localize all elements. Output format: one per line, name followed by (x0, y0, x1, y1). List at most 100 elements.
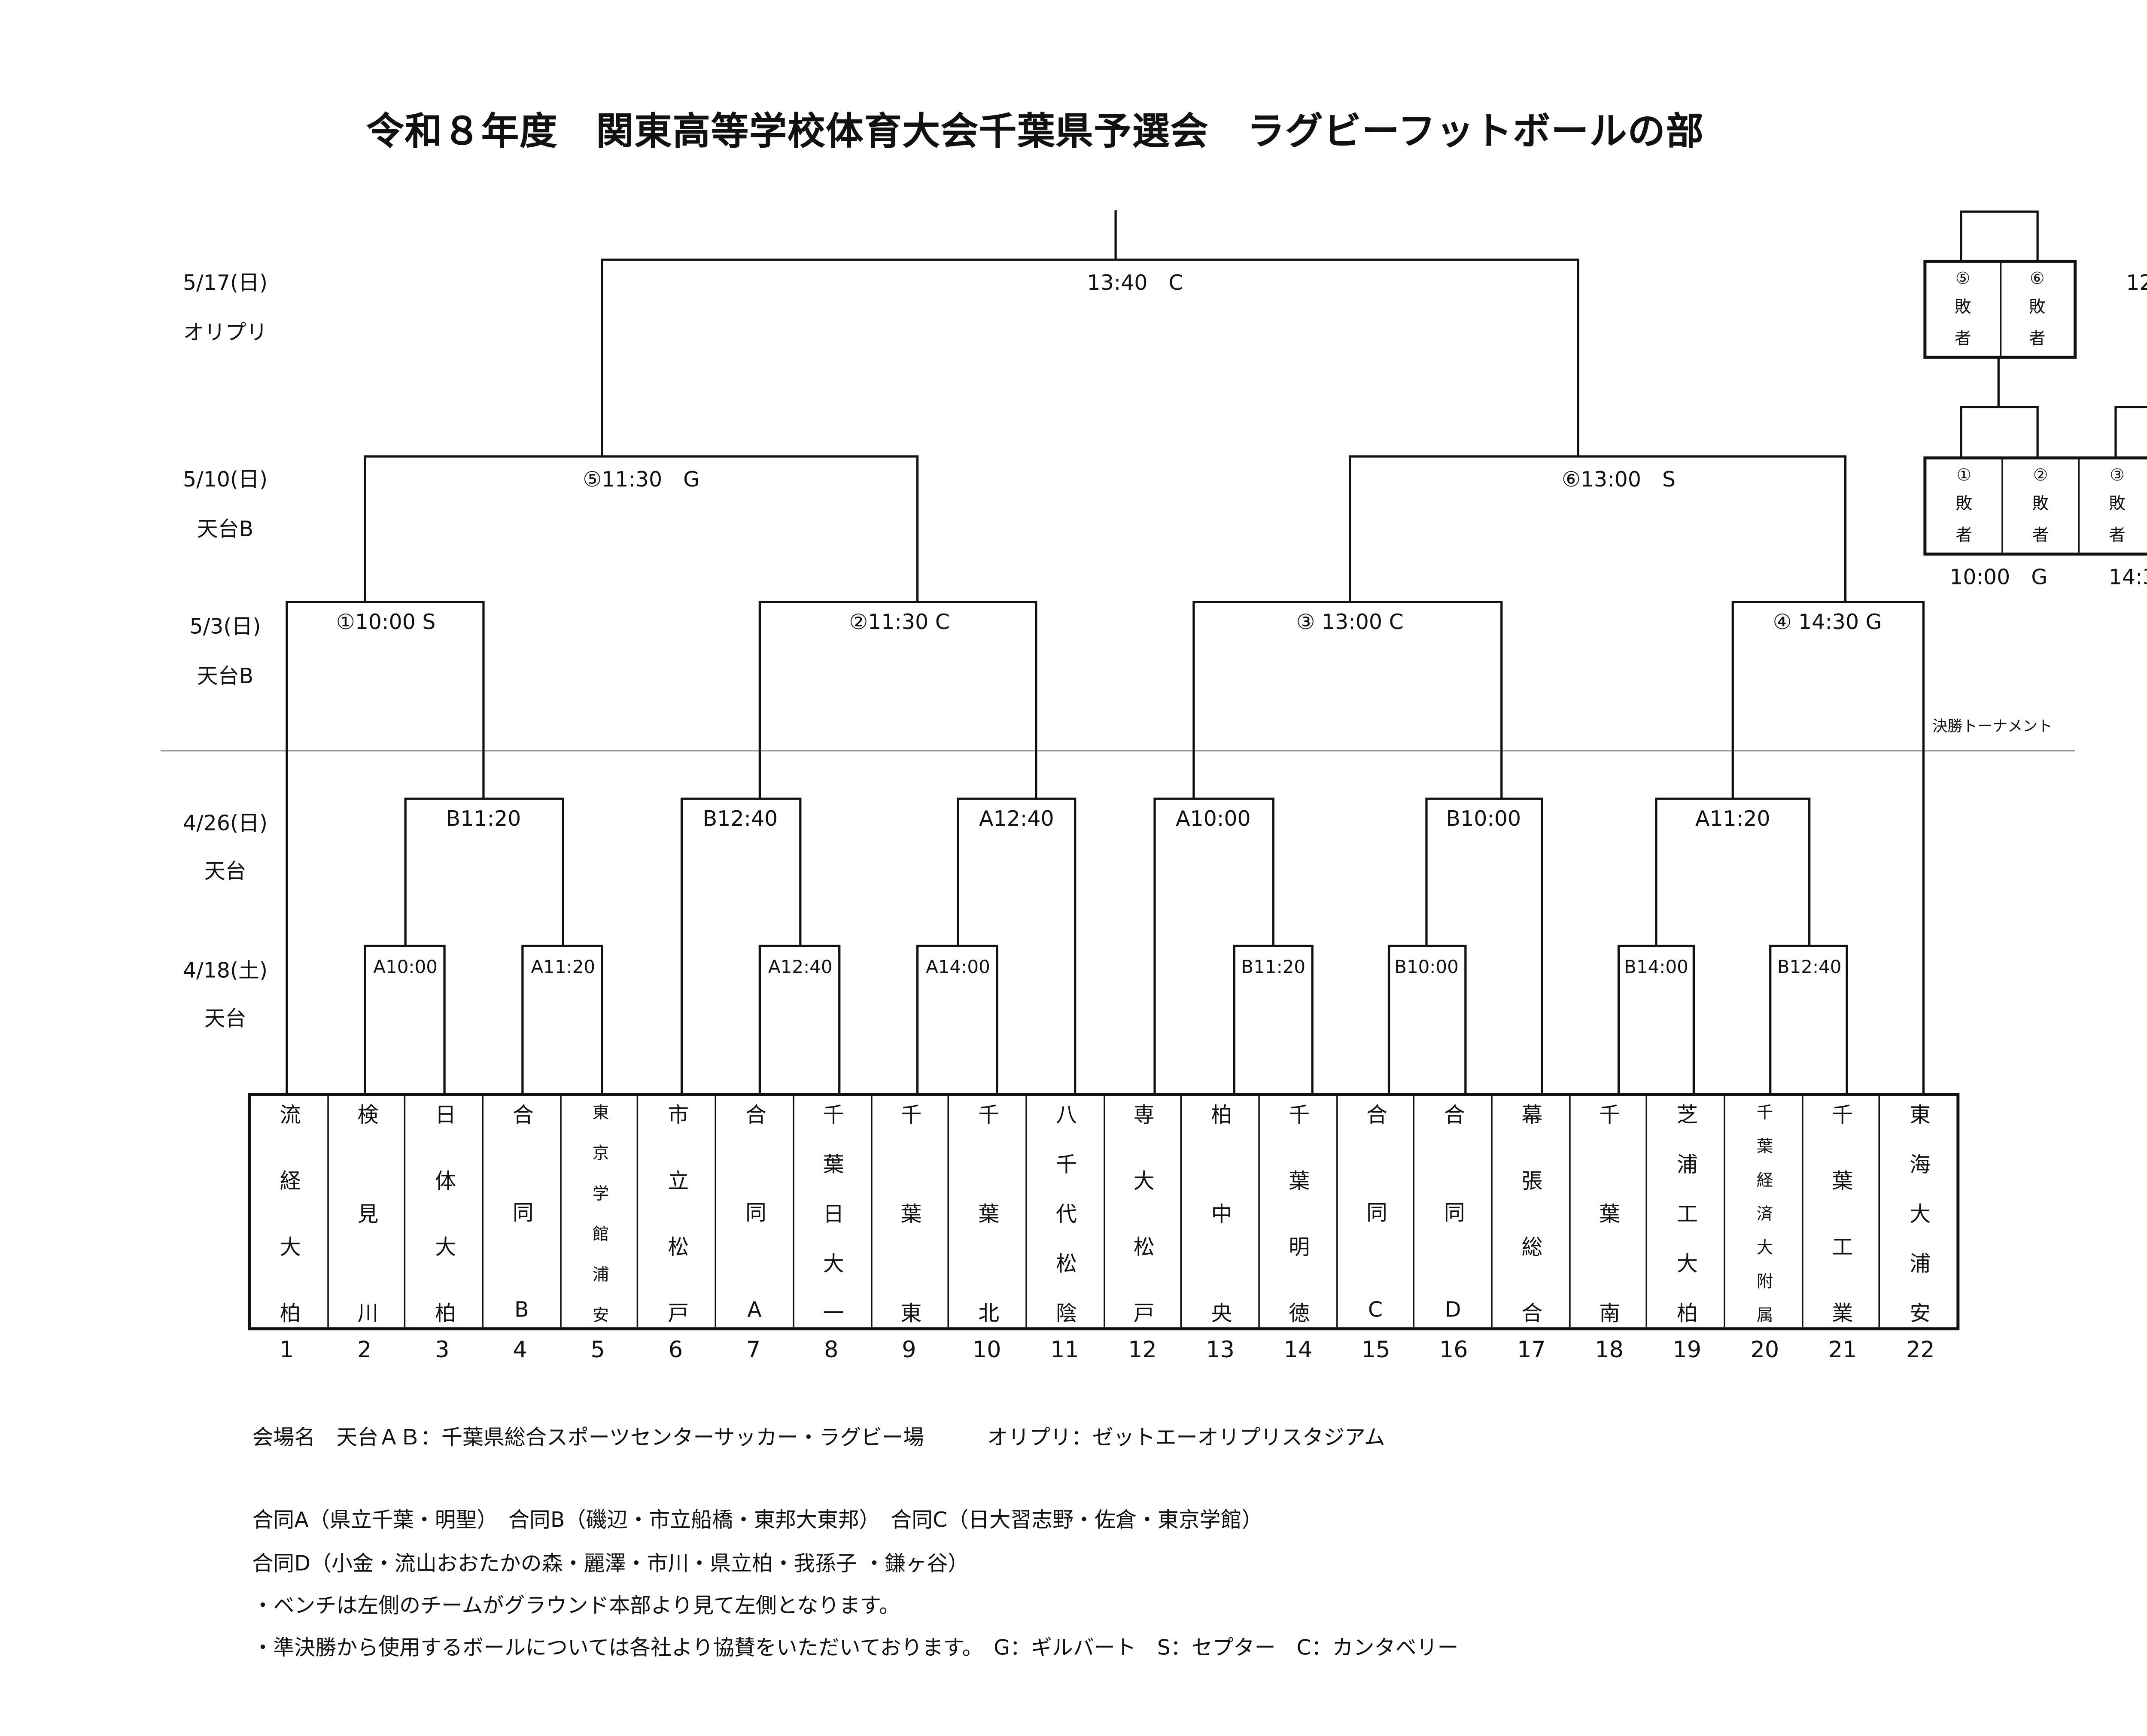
team-name: 東海大浦安 (1907, 1104, 1931, 1323)
round-venue: 天台 (204, 1007, 246, 1032)
round-venue: 天台B (197, 518, 254, 542)
loser-slot-text: 敗 (2032, 495, 2049, 514)
joint-team-note: 合同D（小金・流山おおたかの森・麗澤・市川・県立柏・我孫子 ・鎌ヶ谷） (252, 1552, 969, 1577)
loser-slot: ② 敗者 (2003, 459, 2080, 553)
loser-slot-text: ⑥ (2030, 269, 2045, 289)
loser-slot-text: 者 (2029, 328, 2046, 348)
team-number: 11 (1050, 1336, 1079, 1364)
round-venue: 天台 (204, 860, 246, 885)
team-cell: 合同D (1415, 1096, 1493, 1328)
r1-time: B10:00 (1394, 956, 1459, 978)
team-cell: 検見川 (328, 1096, 406, 1328)
r2-bracket-4 (1153, 797, 1274, 1093)
team-number: 15 (1361, 1336, 1390, 1364)
loser-slot-text: 敗 (2109, 495, 2126, 514)
quarter-bracket-1 (286, 601, 485, 1093)
team-name: 合同B (509, 1104, 534, 1323)
r2-bracket-1 (404, 797, 564, 946)
team-number: 20 (1750, 1336, 1779, 1364)
joint-team-note: 合同A（県立千葉・明聖） 合同B（磯辺・市立船橋・東邦大東邦） 合同C（日大習志… (252, 1509, 1263, 1533)
team-cell: 幕張総合 (1493, 1096, 1570, 1328)
team-name: 合同A (742, 1104, 767, 1323)
team-name: 流経大柏 (277, 1104, 301, 1323)
team-number: 2 (357, 1336, 372, 1364)
consolation-time: 10:00 G (1949, 566, 2048, 590)
r2-time: A12:40 (979, 808, 1054, 832)
team-number: 18 (1595, 1336, 1624, 1364)
r1-time: A12:40 (768, 956, 833, 978)
team-number: 14 (1283, 1336, 1313, 1364)
team-number: 7 (746, 1336, 761, 1364)
semi-time: ⑤11:30 G (583, 468, 700, 493)
team-cell: 千葉北 (949, 1096, 1027, 1328)
r1-time: A11:20 (531, 956, 596, 978)
semi-bracket-5 (364, 455, 919, 602)
team-number: 9 (902, 1336, 916, 1364)
team-cell: 千葉東 (872, 1096, 949, 1328)
consolation-time: 14:30 S (2108, 566, 2147, 590)
team-cell: 合同C (1337, 1096, 1415, 1328)
loser-slot-text: ① (1956, 465, 1972, 486)
r1-time: A14:00 (926, 956, 990, 978)
r2-time: A10:00 (1176, 808, 1251, 832)
loser-slot: ⑥ 敗者 (2001, 263, 2074, 356)
loser-slot-text: ② (2033, 465, 2048, 486)
team-number: 17 (1517, 1336, 1546, 1364)
team-name: 専大松戸 (1130, 1104, 1155, 1323)
loser-slot: ① 敗者 (1926, 459, 2003, 553)
team-name: 芝浦工大柏 (1673, 1104, 1698, 1323)
loser-slot-text: 者 (2032, 525, 2049, 545)
r2-bracket-3 (957, 797, 1077, 1093)
team-cell: 専大松戸 (1104, 1096, 1182, 1328)
loser-slot-text: 者 (1955, 525, 1973, 545)
loser-slot-text: 者 (2109, 525, 2126, 545)
loser-slot-text: 敗 (1955, 495, 1973, 514)
team-name: 千葉南 (1596, 1104, 1621, 1323)
round-date: 5/10(日) (182, 468, 268, 493)
semi-bracket-6 (1349, 455, 1847, 602)
team-cell: 東京学館浦安 (561, 1096, 639, 1328)
team-number: 13 (1206, 1336, 1235, 1364)
team-cell: 千葉経済大附属 (1725, 1096, 1803, 1328)
team-cell: 芝浦工大柏 (1648, 1096, 1726, 1328)
r2-bracket-6 (1655, 797, 1811, 946)
team-number: 5 (590, 1336, 605, 1364)
loser-slot-text: 敗 (1954, 298, 1971, 318)
r2-time: B10:00 (1446, 808, 1521, 832)
team-cell: 千葉南 (1570, 1096, 1648, 1328)
team-cell: 千葉明徳 (1260, 1096, 1338, 1328)
team-number: 8 (824, 1336, 839, 1364)
team-cell: 千葉日大一 (794, 1096, 872, 1328)
team-number: 21 (1828, 1336, 1857, 1364)
r1-time: B11:20 (1241, 956, 1306, 978)
quarter-time: ③ 13:00 C (1296, 611, 1404, 635)
team-number: 12 (1128, 1336, 1157, 1364)
team-cell: 合同A (716, 1096, 794, 1328)
r1-time: B14:00 (1624, 956, 1688, 978)
loser-slot-text: ③ (2110, 465, 2125, 486)
consolation-final-time: 12:00 C (2126, 271, 2147, 296)
team-number: 19 (1673, 1336, 1702, 1364)
team-number: 4 (513, 1336, 527, 1364)
r2-bracket-2 (680, 797, 802, 1093)
bench-note: ・ベンチは左側のチームがグラウンド本部より見て左側となります。 (252, 1594, 900, 1619)
loser-slot-text: 敗 (2029, 298, 2046, 318)
r2-time: A11:20 (1695, 808, 1770, 832)
team-cell: 千葉工業 (1803, 1096, 1881, 1328)
team-cell: 日体大柏 (406, 1096, 484, 1328)
team-name: 千葉東 (897, 1104, 922, 1323)
quarter-bracket-3 (1192, 601, 1503, 799)
team-cell: 東海大浦安 (1881, 1096, 1957, 1328)
team-cell: 合同B (484, 1096, 561, 1328)
team-name: 柏中央 (1208, 1104, 1232, 1323)
quarter-bracket-2 (758, 601, 1037, 799)
quarter-time: ①10:00 S (336, 611, 436, 635)
team-name: 千葉明徳 (1286, 1104, 1310, 1323)
semi-time: ⑥13:00 S (1562, 468, 1676, 493)
round-date: 4/18(土) (182, 959, 268, 984)
quarter-bracket-4 (1731, 601, 1925, 1093)
